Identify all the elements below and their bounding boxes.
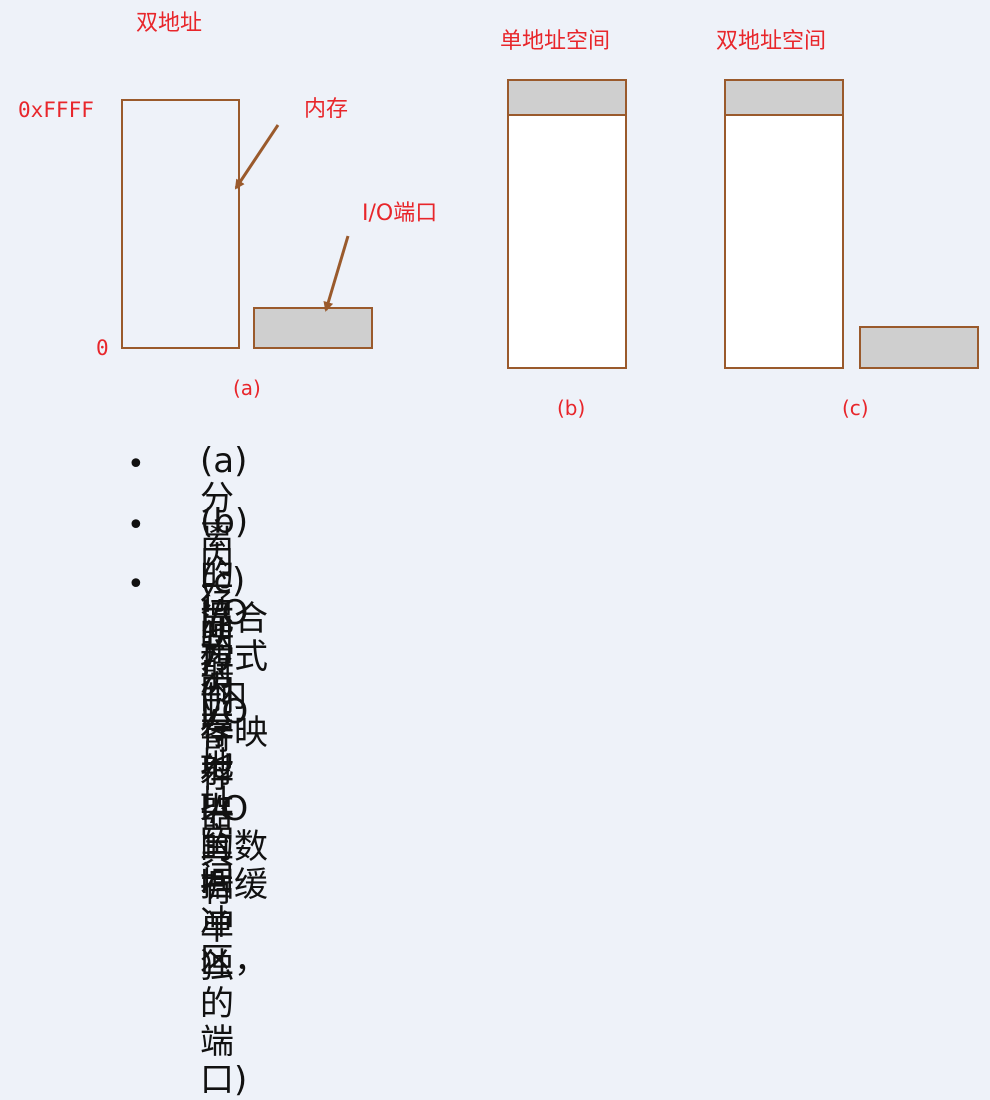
hybrid-mapped-io-region bbox=[724, 79, 844, 116]
hybrid-io-port-box bbox=[859, 326, 979, 369]
memory-label: 内存 bbox=[304, 97, 349, 122]
io-port-label: I/O端口 bbox=[362, 201, 438, 226]
io-port-box bbox=[253, 307, 373, 349]
hybrid-address-space-box bbox=[724, 79, 844, 369]
unified-address-space-box bbox=[507, 79, 627, 369]
address-low-label: 0 bbox=[96, 336, 109, 360]
bullet-marker: • bbox=[127, 447, 145, 482]
address-high-label: 0xFFFF bbox=[18, 98, 94, 122]
memory-space-box bbox=[121, 99, 240, 349]
arrow-layer bbox=[234, 124, 350, 312]
caption-a: (a) bbox=[233, 376, 261, 400]
diagram-c-title: 双地址空间 bbox=[716, 29, 827, 54]
caption-b: (b) bbox=[557, 396, 586, 420]
memory-arrow bbox=[234, 124, 280, 190]
bullet-marker: • bbox=[127, 508, 145, 543]
diagram-b-title: 单地址空间 bbox=[500, 29, 611, 54]
bullet-c-text-line2: 而控制寄存器具有单独的端口) bbox=[200, 604, 248, 1100]
mapped-io-region bbox=[507, 79, 627, 116]
io-port-arrow bbox=[323, 235, 350, 312]
caption-c: (c) bbox=[842, 396, 869, 420]
diagram-a-title: 双地址 bbox=[136, 11, 203, 36]
bullet-marker: • bbox=[127, 567, 145, 602]
